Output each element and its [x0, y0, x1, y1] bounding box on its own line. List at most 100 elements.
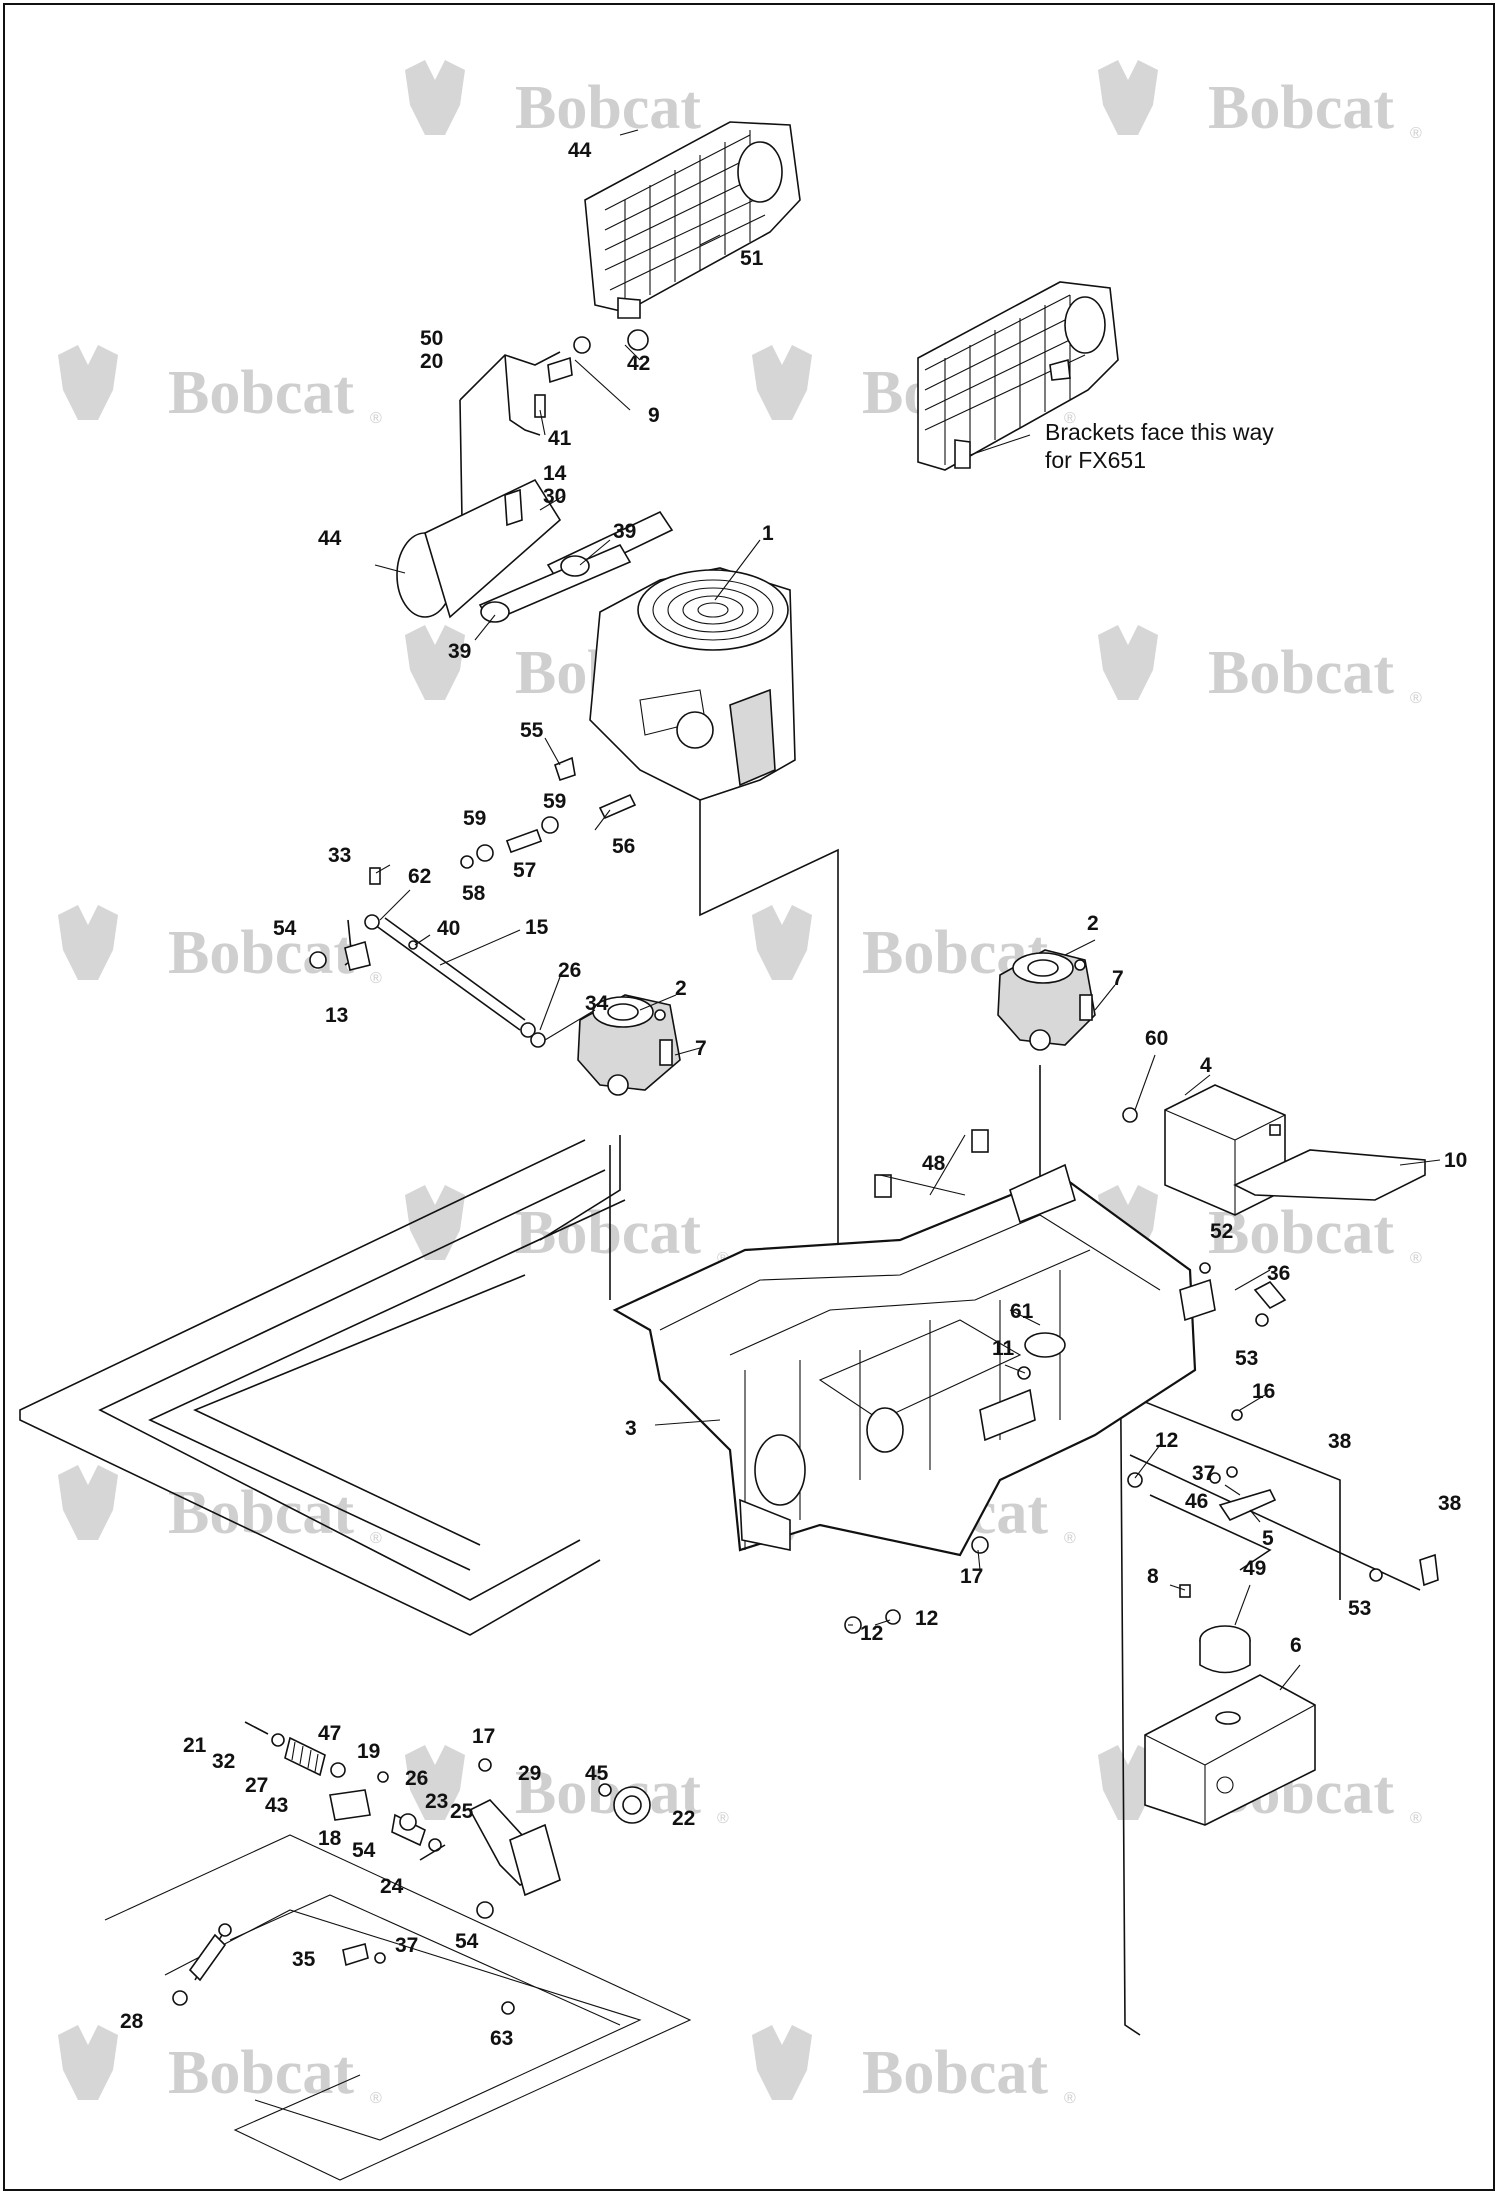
callout-46: 46 — [1185, 1490, 1208, 1513]
callout-59: 59 — [463, 807, 486, 830]
main-frame — [612, 1163, 1216, 1557]
callout-25: 25 — [450, 1800, 474, 1823]
callout-43: 43 — [265, 1794, 288, 1817]
hardware-bolts — [654, 959, 1243, 1634]
svg-text:®: ® — [370, 970, 382, 987]
callout-37: 37 — [1192, 1462, 1215, 1485]
callout-61: 61 — [1010, 1300, 1034, 1323]
bracket-5 — [1209, 1466, 1277, 1522]
callout-39: 39 — [613, 520, 636, 543]
svg-text:®: ® — [1410, 1250, 1422, 1267]
callout-27: 27 — [245, 1774, 268, 1797]
svg-text:Bobcat: Bobcat — [168, 359, 354, 427]
note-line-1: Brackets face this way — [1045, 419, 1274, 445]
svg-text:®: ® — [370, 410, 382, 427]
callouts: 1 2 2 3 4 5 6 7 7 8 9 10 11 12 12 12 13 … — [120, 139, 1467, 2050]
fuel-line-parts — [460, 756, 637, 869]
bumper-48-left — [874, 1174, 892, 1198]
callout-16: 16 — [1252, 1380, 1275, 1403]
svg-text:®: ® — [370, 1530, 382, 1547]
callout-12: 12 — [1155, 1429, 1178, 1452]
callout-32: 32 — [212, 1750, 235, 1773]
callout-2: 2 — [1087, 912, 1099, 935]
watermark-logo: Bobcat ® — [752, 2025, 1076, 2107]
watermark-logo: Bobcat ® — [58, 2025, 382, 2107]
watermark-logo: Bobcat ® — [58, 905, 382, 987]
callout-9: 9 — [648, 404, 660, 427]
heat-shield-alt-fx651 — [917, 281, 1119, 471]
callout-57: 57 — [513, 859, 536, 882]
callout-54: 54 — [455, 1930, 479, 1953]
callout-22: 22 — [672, 1807, 695, 1830]
callout-56: 56 — [612, 835, 635, 858]
callout-63: 63 — [490, 2027, 513, 2050]
svg-text:Bobcat: Bobcat — [1208, 639, 1394, 707]
svg-text:®: ® — [1410, 690, 1422, 707]
callout-26: 26 — [558, 959, 581, 982]
callout-58: 58 — [462, 882, 486, 905]
fx651-note: Brackets face this way for FX651 — [1045, 419, 1274, 473]
callout-42: 42 — [627, 352, 650, 375]
svg-text:Bobcat: Bobcat — [515, 74, 701, 142]
callout-12: 12 — [915, 1607, 938, 1630]
heat-shield-51 — [584, 121, 801, 319]
callout-8: 8 — [1147, 1565, 1159, 1588]
callout-40: 40 — [437, 917, 460, 940]
callout-12: 12 — [860, 1622, 883, 1645]
callout-11: 11 — [992, 1337, 1015, 1360]
svg-text:Bobcat: Bobcat — [168, 919, 354, 987]
callout-3: 3 — [625, 1417, 637, 1440]
callout-19: 19 — [357, 1740, 380, 1763]
callout-26: 26 — [405, 1767, 428, 1790]
svg-text:Bobcat: Bobcat — [862, 2039, 1048, 2107]
hydro-pump-right — [997, 949, 1096, 1051]
svg-text:®: ® — [717, 1810, 729, 1827]
control-linkage — [309, 867, 546, 1048]
callout-55: 55 — [520, 719, 544, 742]
callout-23: 23 — [425, 1790, 448, 1813]
callout-50: 50 — [420, 327, 443, 350]
callout-24: 24 — [380, 1875, 404, 1898]
callout-41: 41 — [548, 427, 572, 450]
page-border — [3, 3, 1495, 2191]
watermark-logo: Bobcat ® — [405, 60, 729, 142]
callout-21: 21 — [183, 1734, 207, 1757]
callout-17: 17 — [472, 1725, 495, 1748]
callout-53: 53 — [1235, 1347, 1258, 1370]
callout-20: 20 — [420, 350, 443, 373]
leader-lines — [374, 129, 1441, 1691]
callout-53: 53 — [1348, 1597, 1371, 1620]
callout-44: 44 — [568, 139, 592, 162]
callout-38: 38 — [1438, 1492, 1462, 1515]
callout-48: 48 — [922, 1152, 946, 1175]
hydro-pump-left — [577, 994, 681, 1096]
callout-44: 44 — [318, 527, 342, 550]
callout-45: 45 — [585, 1762, 609, 1785]
callout-51: 51 — [740, 247, 764, 270]
callout-47: 47 — [318, 1722, 341, 1745]
callout-6: 6 — [1290, 1634, 1302, 1657]
callout-54: 54 — [273, 917, 297, 940]
svg-text:®: ® — [1410, 125, 1422, 142]
note-line-2: for FX651 — [1045, 447, 1146, 473]
callout-62: 62 — [408, 865, 431, 888]
watermark-logo: Bobcat ® — [405, 1185, 729, 1267]
watermark-logo: Bobcat ® — [1098, 60, 1422, 142]
engine — [589, 567, 796, 801]
bracket-38 — [1369, 1553, 1439, 1587]
svg-text:Bobcat: Bobcat — [515, 1199, 701, 1267]
callout-13: 13 — [325, 1004, 348, 1027]
callout-52: 52 — [1210, 1220, 1233, 1243]
svg-text:Bobcat: Bobcat — [168, 1479, 354, 1547]
callout-7: 7 — [1112, 967, 1124, 990]
svg-text:Bobcat: Bobcat — [1208, 74, 1394, 142]
svg-text:®: ® — [1410, 1810, 1422, 1827]
callout-1: 1 — [762, 522, 774, 545]
callout-35: 35 — [292, 1948, 316, 1971]
callout-28: 28 — [120, 2010, 144, 2033]
callout-34: 34 — [585, 992, 609, 1015]
svg-text:Bobcat: Bobcat — [168, 2039, 354, 2107]
callout-60: 60 — [1145, 1027, 1168, 1050]
